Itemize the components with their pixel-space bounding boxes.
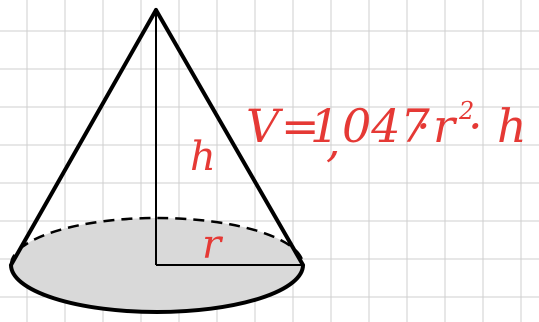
cone-left-side	[9, 8, 158, 267]
formula-dot-2: ·	[468, 99, 483, 153]
cone-base-front-edge	[9, 264, 305, 314]
formula-lhs: V	[246, 99, 284, 153]
formula-exponent: 2	[458, 97, 474, 125]
height-label: h	[190, 134, 216, 180]
formula-radius: r	[433, 99, 458, 153]
volume-formula: V = 1 , 047 · r 2 · h	[246, 97, 527, 167]
formula-coef-int: 1	[310, 99, 339, 153]
formula-coef-frac: 047	[342, 99, 431, 153]
formula-equals: =	[281, 99, 320, 153]
formula-coef-sep: ,	[326, 113, 341, 167]
formula-height: h	[497, 99, 527, 153]
cone-base-back-edge	[9, 216, 305, 266]
cone-right-side	[154, 8, 305, 267]
radius-label: r	[202, 222, 224, 268]
formula-dot-1: ·	[416, 99, 431, 153]
